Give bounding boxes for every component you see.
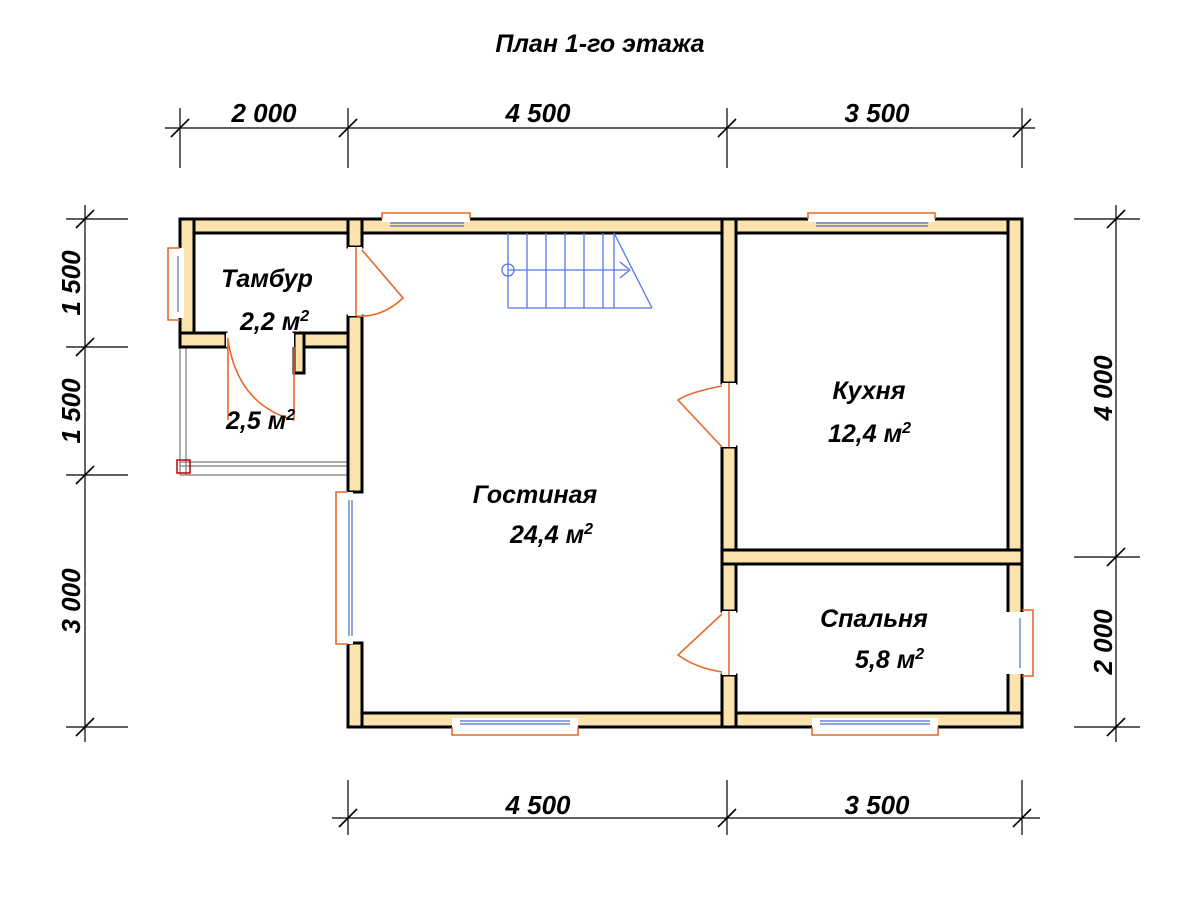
- room-bedroom-name: Спальня: [820, 605, 928, 633]
- staircase-icon: [501, 232, 653, 309]
- bottom-dimension-chain: 4 500 3 500: [332, 780, 1040, 835]
- window-bedroom-bottom: [811, 718, 939, 736]
- right-dim-1: 4 000: [1088, 355, 1118, 422]
- wall-vestibule-bottom-left: [178, 331, 228, 349]
- room-kitchen-name: Кухня: [833, 377, 906, 405]
- doors: [226, 247, 736, 675]
- room-tambur-area: 2,2 м2: [239, 308, 309, 336]
- windows: [167, 212, 1034, 736]
- left-dim-2: 1 500: [56, 378, 86, 444]
- wall-living-left-upper: [346, 314, 364, 494]
- top-dim-1: 2 000: [230, 98, 297, 128]
- wall-partition-lower: [720, 673, 738, 729]
- wall-living-left-lower: [346, 641, 364, 729]
- room-tambur-name: Тамбур: [221, 265, 313, 293]
- window-living-bottom: [451, 718, 579, 736]
- right-dim-2: 2 000: [1088, 609, 1118, 676]
- porch-outline: [176, 347, 348, 476]
- bottom-dim-2: 3 500: [844, 790, 910, 820]
- room-living: Гостиная 24,4 м2: [473, 481, 598, 549]
- porch-post-icon: [176, 459, 191, 474]
- wall-kitchen-bedroom: [720, 548, 1024, 566]
- top-dim-2: 4 500: [504, 98, 571, 128]
- bottom-dim-1: 4 500: [504, 790, 571, 820]
- room-tambur: Тамбур 2,2 м2: [221, 265, 313, 336]
- room-bedroom: Спальня 5,8 м2: [820, 605, 928, 674]
- wall-porch-jamb: [292, 331, 306, 375]
- room-bedroom-area: 5,8 м2: [855, 646, 924, 674]
- door-vestibule-porch: [226, 333, 295, 421]
- door-vestibule-living: [348, 247, 405, 317]
- wall-partition-middle: [720, 445, 738, 613]
- window-kitchen-top: [807, 212, 936, 227]
- left-dimension-chain: 1 500 1 500 3 000: [56, 205, 128, 742]
- room-living-name: Гостиная: [473, 481, 598, 509]
- room-kitchen-area: 12,4 м2: [828, 420, 911, 448]
- window-vestibule-left: [167, 247, 184, 321]
- window-living-top: [381, 212, 471, 227]
- plan-title: План 1-го этажа: [495, 30, 704, 58]
- window-bedroom-right: [1005, 609, 1034, 677]
- room-kitchen: Кухня 12,4 м2: [828, 377, 911, 448]
- wall-partition-upper: [720, 217, 738, 385]
- room-living-area: 24,4 м2: [509, 521, 593, 549]
- room-porch-area: 2,5 м2: [225, 407, 295, 435]
- wall-vestibule-right-top: [346, 217, 364, 249]
- window-living-left: [335, 491, 353, 645]
- top-dimension-chain: 2 000 4 500 3 500: [165, 98, 1035, 168]
- door-living-bedroom: [676, 611, 736, 675]
- top-dim-3: 3 500: [844, 98, 910, 128]
- left-dim-3: 3 000: [56, 568, 86, 634]
- door-living-kitchen: [676, 383, 736, 448]
- left-dim-1: 1 500: [56, 250, 86, 316]
- room-porch: 2,5 м2: [225, 407, 295, 435]
- right-dimension-chain: 4 000 2 000: [1074, 205, 1140, 742]
